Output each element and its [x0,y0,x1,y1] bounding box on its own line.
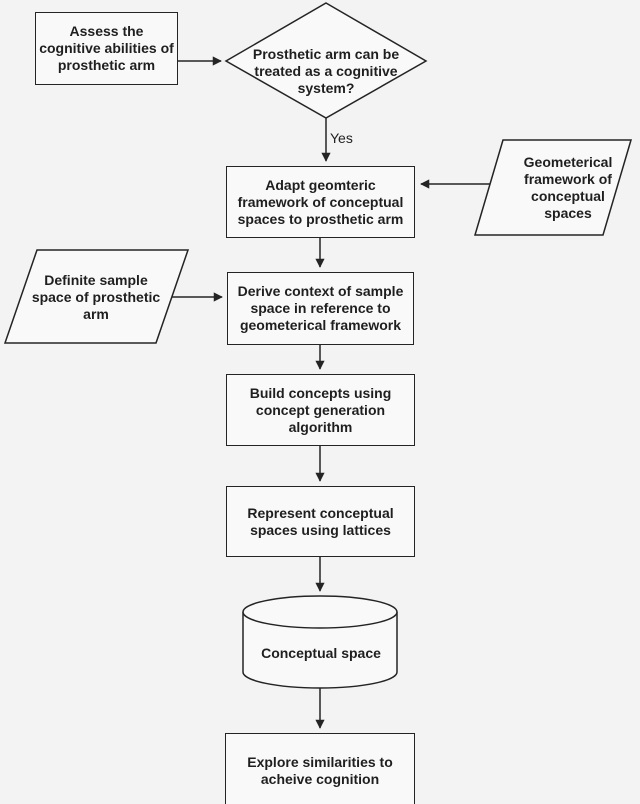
node-assess-label: Assess the cognitive abilities of prosth… [39,23,174,73]
sample-parallelogram-shape [3,249,190,344]
node-explore: Explore similarities to acheive cognitio… [225,733,415,804]
node-adapt-label: Adapt geomteric framework of conceptual … [237,176,404,227]
node-build: Build concepts using concept generation … [226,374,415,446]
node-derive: Derive context of sample space in refere… [227,272,414,345]
node-represent: Represent conceptual spaces using lattic… [226,486,415,557]
node-build-label: Build concepts using concept generation … [249,384,392,435]
decision-diamond-shape [224,2,428,119]
node-explore-label: Explore similarities to acheive cognitio… [247,753,393,787]
framework-parallelogram-shape [473,139,633,236]
storage-cylinder-top-shape [242,595,398,629]
node-assess: Assess the cognitive abilities of prosth… [35,12,178,85]
node-derive-label: Derive context of sample space in refere… [237,283,404,333]
edge-label-yes: Yes [330,130,353,146]
node-represent-label: Represent conceptual spaces using lattic… [247,504,394,538]
node-adapt: Adapt geomteric framework of conceptual … [226,166,415,238]
